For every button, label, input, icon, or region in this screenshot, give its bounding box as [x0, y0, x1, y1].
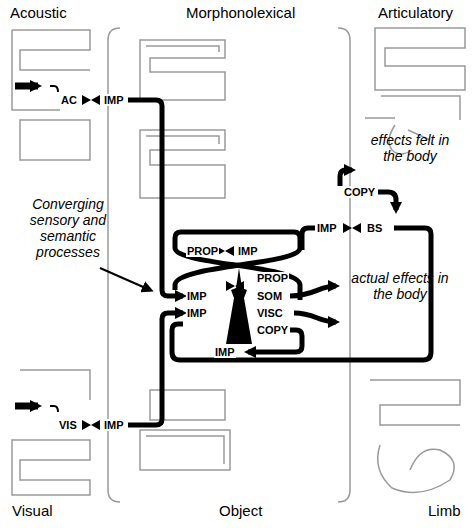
subsystem-name: Acoustic	[10, 4, 67, 21]
code-label: IMP	[103, 419, 125, 431]
code-label: IMP	[214, 346, 236, 358]
input-arrow	[15, 83, 38, 90]
subsystem-name: Visual	[12, 502, 53, 519]
code-label: IMP	[186, 307, 208, 319]
code-label: VIS	[58, 419, 78, 431]
annotation-note: actual effects in the body	[350, 270, 450, 302]
code-label: VISC	[256, 307, 284, 319]
input-arrow	[15, 403, 38, 410]
input-lead	[50, 406, 58, 412]
tower-icon	[226, 268, 252, 344]
bowtie-symbols	[82, 95, 361, 430]
pointer-arrow	[100, 268, 150, 290]
code-label: SOM	[256, 290, 283, 302]
code-label: IMP	[237, 245, 259, 257]
subsystem-name: Articulatory	[378, 4, 453, 21]
code-label: PROP	[186, 245, 219, 257]
input-lead	[50, 86, 58, 92]
code-label: BS	[366, 222, 383, 234]
subsystem-name: Morphonolexical	[186, 4, 295, 21]
code-label: COPY	[343, 186, 376, 198]
code-label: IMP	[316, 222, 338, 234]
code-label: IMP	[186, 290, 208, 302]
subsystem-name: Object	[219, 502, 262, 519]
subsystem-name: Limb	[428, 502, 461, 519]
subsystem-outlines	[12, 28, 465, 502]
code-label: AC	[60, 94, 78, 106]
annotation-note: Converging sensory and semantic processe…	[8, 196, 128, 260]
code-label: PROP	[256, 272, 289, 284]
code-label: IMP	[103, 94, 125, 106]
annotation-note: effects felt in the body	[360, 132, 460, 164]
code-label: COPY	[256, 324, 289, 336]
